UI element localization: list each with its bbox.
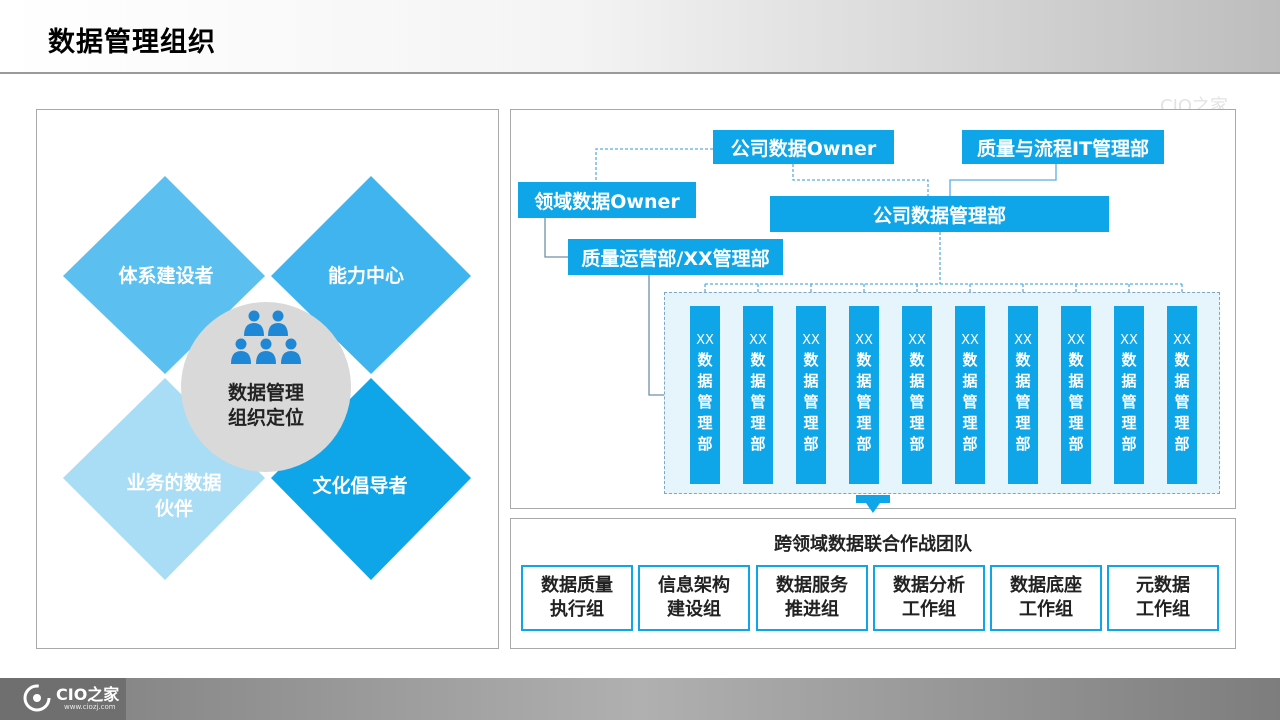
team-group-line2: 建设组 [667,599,721,620]
department-box: XX 数据管理部 [1114,306,1144,484]
team-group-line1: 数据服务 [776,575,848,596]
department-name: 数据管理部 [909,351,925,453]
department-prefix: XX [1120,333,1138,348]
team-group-line2: 推进组 [785,599,839,620]
quadrant-label-bottom-left: 业务的数据 伙伴 [126,470,221,522]
quadrant-label-bottom-left-line2: 伙伴 [154,498,194,520]
team-group-line2: 执行组 [550,599,604,620]
quadrant-label-top-left: 体系建设者 [118,265,214,287]
arrow-down-icon [856,495,890,513]
center-circle [181,302,351,472]
team-group-line2: 工作组 [1136,599,1190,620]
department-prefix: XX [749,333,767,348]
team-group-box: 数据分析工作组 [873,565,985,631]
department-name: 数据管理部 [697,351,713,453]
center-label-line2: 组织定位 [227,407,305,429]
team-group-line1: 元数据 [1136,575,1190,596]
quadrant-label-bottom-right: 文化倡导者 [312,475,408,497]
department-name: 数据管理部 [962,351,978,453]
team-group-line2: 工作组 [1019,599,1073,620]
team-group-line1: 数据质量 [541,575,613,596]
department-prefix: XX [696,333,714,348]
page-title: 数据管理组织 [48,27,216,58]
center-label: 数据管理 组织定位 [228,381,304,431]
team-group-line1: 数据底座 [1010,575,1082,596]
quality-it-dept-box: 质量与流程IT管理部 [962,130,1164,164]
people-group-icon [231,310,301,364]
logo-url: www.ciozj.com [64,703,116,711]
quality-ops-dept-box: 质量运营部/XX管理部 [568,239,783,275]
department-box: XX 数据管理部 [849,306,879,484]
team-group-box: 数据服务推进组 [756,565,868,631]
domain-data-owner-box: 领域数据Owner [518,182,696,218]
department-name: 数据管理部 [1121,351,1137,453]
department-box: XX 数据管理部 [1167,306,1197,484]
center-label-line1: 数据管理 [227,382,305,404]
company-data-dept-box: 公司数据管理部 [770,196,1109,232]
department-box: XX 数据管理部 [1008,306,1038,484]
logo-text: CIO之家 [56,685,120,704]
team-title: 跨领域数据联合作战团队 [774,534,972,555]
department-prefix: XX [1067,333,1085,348]
team-group-line1: 数据分析 [893,575,965,596]
department-name: 数据管理部 [1174,351,1190,453]
department-prefix: XX [908,333,926,348]
department-prefix: XX [1173,333,1191,348]
team-group-box: 数据底座工作组 [990,565,1102,631]
department-box: XX 数据管理部 [690,306,720,484]
logo-area [0,678,126,720]
department-box: XX 数据管理部 [955,306,985,484]
department-box: XX 数据管理部 [796,306,826,484]
department-name: 数据管理部 [803,351,819,453]
quadrant-label-bottom-left-line1: 业务的数据 [126,472,222,494]
team-group-line1: 信息架构 [658,575,730,596]
title-bar [0,0,1280,74]
team-group-line2: 工作组 [902,599,956,620]
department-box: XX 数据管理部 [902,306,932,484]
department-prefix: XX [1014,333,1032,348]
department-box: XX 数据管理部 [743,306,773,484]
department-box: XX 数据管理部 [1061,306,1091,484]
department-prefix: XX [961,333,979,348]
department-name: 数据管理部 [1068,351,1084,453]
team-group-box: 元数据工作组 [1107,565,1219,631]
department-name: 数据管理部 [750,351,766,453]
team-group-box: 数据质量执行组 [521,565,633,631]
footer-bar [0,678,1280,720]
company-data-owner-box: 公司数据Owner [713,130,894,164]
quadrant-label-top-right: 能力中心 [327,265,405,287]
team-group-box: 信息架构建设组 [638,565,750,631]
department-name: 数据管理部 [856,351,872,453]
department-name: 数据管理部 [1015,351,1031,453]
department-prefix: XX [855,333,873,348]
department-prefix: XX [802,333,820,348]
cio-logo-icon [23,684,51,712]
